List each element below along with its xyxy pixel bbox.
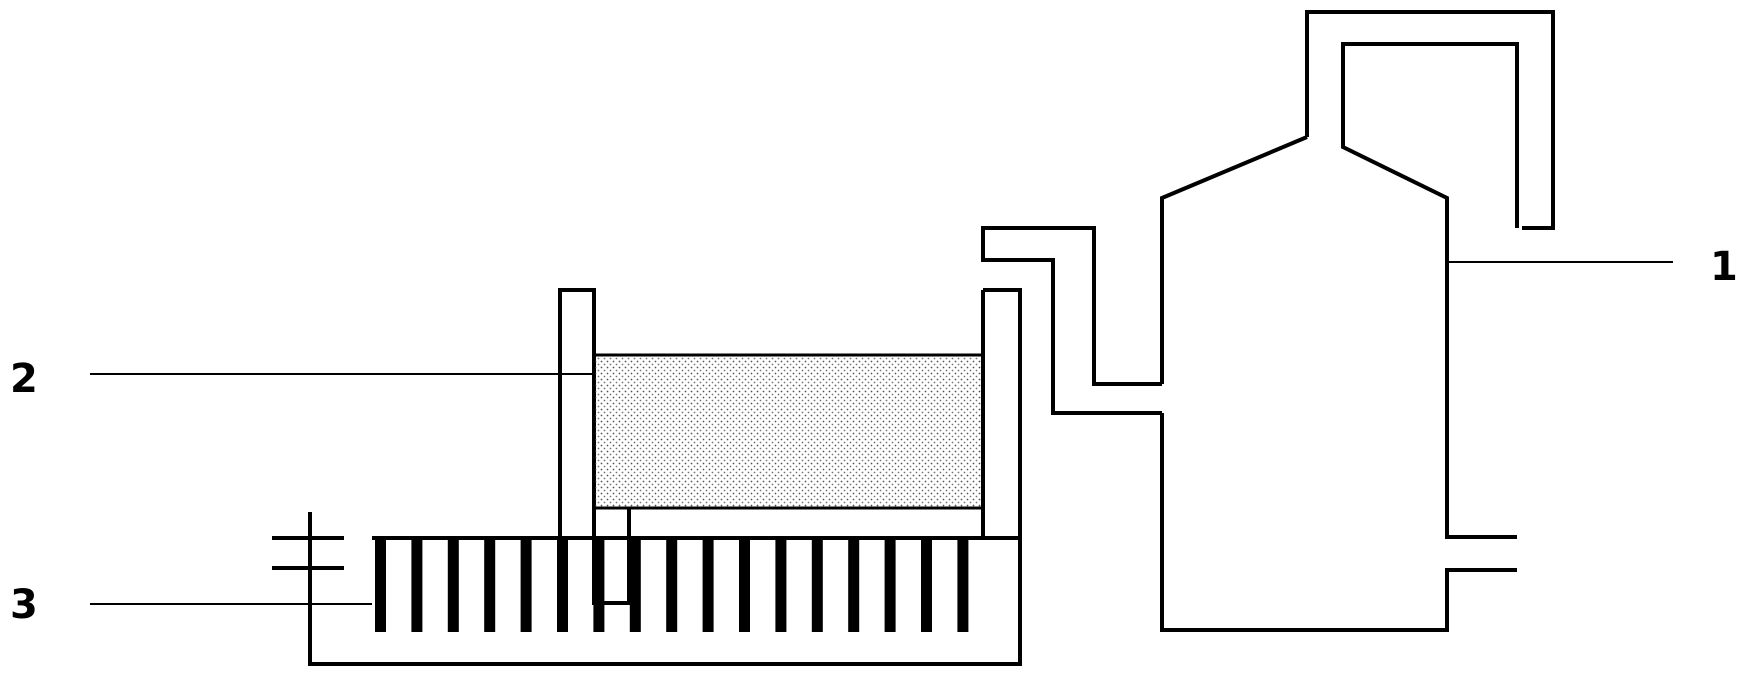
labels: 1 2 3 — [10, 244, 1738, 628]
filter-material — [592, 353, 985, 510]
heat-sink-fin — [520, 540, 532, 632]
heat-sink-fin — [666, 540, 678, 632]
vessel-body-right — [1341, 137, 1517, 539]
heat-sink-3 — [272, 512, 1022, 666]
heat-sink-fin — [702, 540, 714, 632]
heat-sink-fin — [848, 540, 860, 632]
tank-left-wall — [558, 288, 596, 538]
label-1: 1 — [1710, 244, 1738, 290]
heat-sink-fin — [884, 540, 896, 632]
heat-sink-fin — [921, 540, 932, 632]
heat-sink-fin — [593, 540, 605, 632]
heat-sink-fins — [375, 540, 969, 632]
vessel-1 — [1160, 10, 1555, 632]
heat-sink-fin — [411, 540, 423, 632]
label-3: 3 — [10, 582, 38, 628]
heat-sink-fin — [775, 540, 787, 632]
heat-sink-fin — [447, 540, 459, 632]
heat-sink-fin — [957, 540, 969, 632]
heat-sink-fin — [557, 540, 568, 632]
heat-sink-fin — [811, 540, 823, 632]
connecting-pipe — [981, 226, 1162, 415]
heat-sink-fin — [375, 540, 386, 632]
heat-sink-fin — [739, 540, 750, 632]
label-2: 2 — [10, 356, 38, 402]
top-bent-tube-outer — [1305, 10, 1555, 230]
pipe-upper-wall — [981, 226, 1162, 415]
heat-sink-fin — [629, 540, 641, 632]
vessel-body-left — [1160, 135, 1517, 632]
tank-2 — [558, 288, 1022, 605]
tank-right-wall — [983, 288, 1022, 538]
heat-sink-fin — [484, 540, 496, 632]
top-bent-tube-inner — [1341, 42, 1519, 228]
